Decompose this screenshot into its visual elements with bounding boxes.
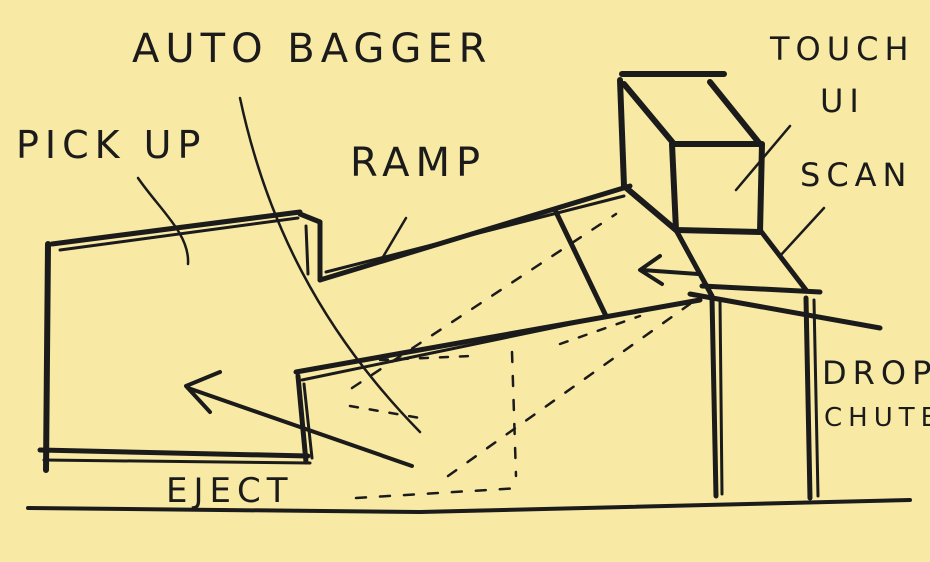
- ui-label: UI: [820, 82, 865, 120]
- scan-label: SCAN: [800, 156, 912, 194]
- drop-chute: [690, 286, 880, 498]
- pick-up-box: [40, 212, 320, 470]
- ramp-label: RAMP: [350, 140, 486, 186]
- pick-up-label: PICK UP: [16, 123, 206, 167]
- feed-arrow: [640, 256, 698, 284]
- chute-label: CHUTE: [824, 403, 930, 433]
- title-label: AUTO BAGGER: [132, 26, 492, 72]
- drop-label: DROP: [822, 354, 930, 392]
- touch-label: TOUCH: [769, 30, 915, 68]
- ground-line: [28, 500, 910, 512]
- eject-label: EJECT: [166, 471, 294, 511]
- ramp: [296, 186, 700, 462]
